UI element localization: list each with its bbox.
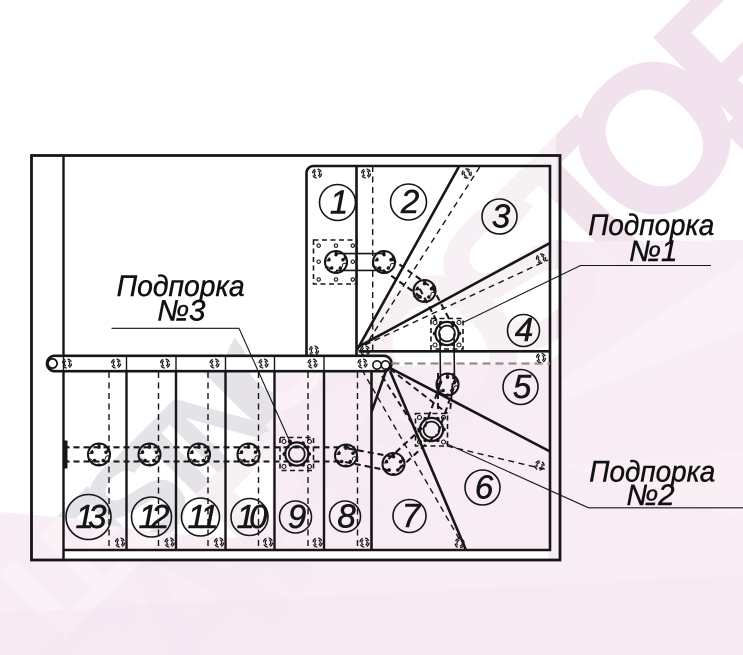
svg-text:Подпорка: Подпорка <box>588 209 714 242</box>
svg-text:6: 6 <box>475 469 494 506</box>
svg-text:12: 12 <box>139 498 170 535</box>
svg-text:5: 5 <box>513 368 532 405</box>
svg-text:2: 2 <box>400 183 419 220</box>
svg-text:№3: №3 <box>157 295 206 328</box>
svg-text:10: 10 <box>237 498 269 535</box>
svg-text:№1: №1 <box>629 235 677 268</box>
svg-text:3: 3 <box>492 198 511 235</box>
svg-text:7: 7 <box>402 497 422 534</box>
svg-text:№2: №2 <box>626 479 674 512</box>
svg-text:Подпорка: Подпорка <box>589 456 715 489</box>
svg-text:8: 8 <box>337 498 356 535</box>
svg-text:13: 13 <box>76 498 108 535</box>
svg-text:9: 9 <box>288 498 306 535</box>
svg-text:Подпорка: Подпорка <box>117 270 245 303</box>
svg-text:1: 1 <box>330 184 348 221</box>
svg-text:4: 4 <box>515 311 533 348</box>
svg-text:11: 11 <box>188 498 219 535</box>
